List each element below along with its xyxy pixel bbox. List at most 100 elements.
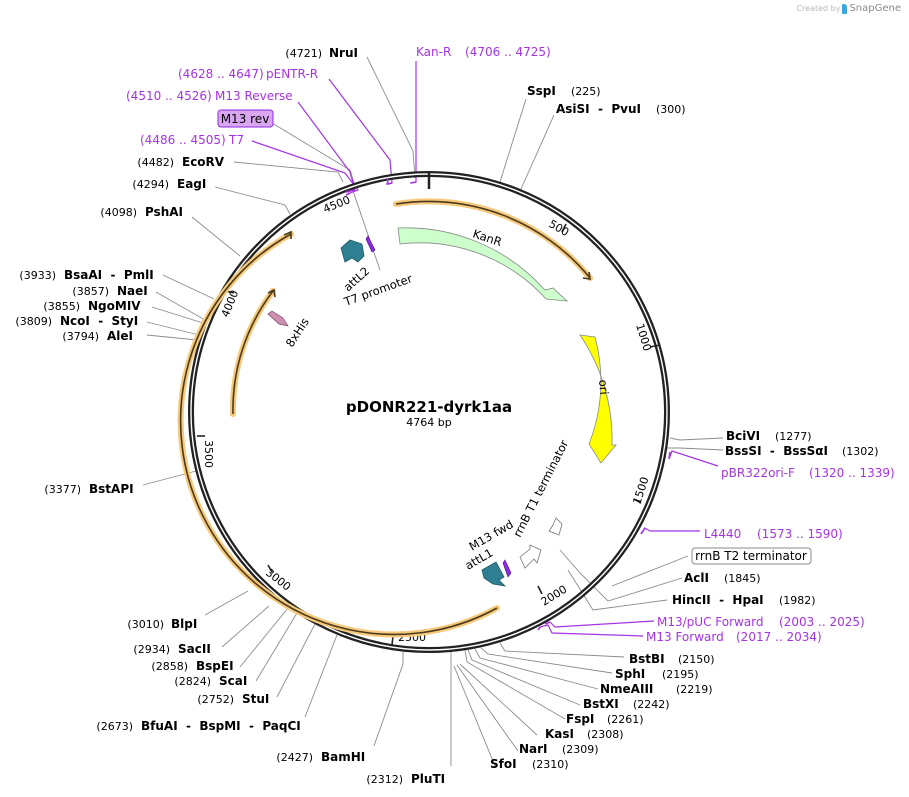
feature-8xhis[interactable] xyxy=(267,310,289,327)
enzyme-bfuai-bspmi-paqci[interactable]: (2673)BfuAI - BspMI - PaqCI xyxy=(96,719,300,733)
enzyme-nmeaiii[interactable]: NmeAIII(2219) xyxy=(600,682,713,696)
enzyme-acli[interactable]: AclI (1845) xyxy=(684,571,761,585)
orf-arrowhead-left-inner-icon xyxy=(267,288,276,298)
enzyme-bsaai-pmli[interactable]: (3933)BsaAI - PmlI xyxy=(19,268,153,282)
enzyme-sphi[interactable]: SphI(2195) xyxy=(615,667,699,681)
svg-text:(1845): (1845) xyxy=(724,572,761,585)
orf-arc-left-inner xyxy=(229,288,276,417)
feature-t7-promoter[interactable] xyxy=(365,235,376,253)
primer-t7[interactable]: (4486 .. 4505)T7 xyxy=(140,133,244,147)
svg-text:AleI: AleI xyxy=(107,329,133,343)
enzyme-bstapi[interactable]: (3377)BstAPI xyxy=(44,482,133,496)
primer-pbr322ori-f[interactable]: pBR322ori-F(1320 .. 1339) xyxy=(721,466,895,480)
credit-brand: SnapGene xyxy=(849,3,901,14)
enzyme-alei[interactable]: (3794) AleI xyxy=(62,329,133,343)
svg-text:(3794): (3794) xyxy=(62,330,99,343)
feature-m13-fwd[interactable] xyxy=(502,559,512,578)
svg-text:(2195): (2195) xyxy=(662,668,699,681)
svg-text:PluTI: PluTI xyxy=(411,772,445,786)
label-m13-rev-box[interactable]: M13 rev xyxy=(217,109,274,128)
svg-text:FspI: FspI xyxy=(566,712,594,726)
feature-rrnb-t1-terminator[interactable] xyxy=(548,517,563,536)
primer-labels: Kan-R(4706 .. 4725) (4628 .. 4647)pENTR-… xyxy=(126,45,895,644)
svg-text:BciVI: BciVI xyxy=(726,429,760,443)
enzyme-eagi[interactable]: (4294)EagI xyxy=(132,177,206,191)
svg-text:(4628 .. 4647): (4628 .. 4647) xyxy=(178,67,264,81)
enzyme-bcivi[interactable]: BciVI(1277) xyxy=(726,429,812,443)
scale-ticks xyxy=(197,223,661,646)
primer-m13-puc-forward[interactable]: M13/pUC Forward(2003 .. 2025) xyxy=(657,615,865,629)
feature-m13-fwd-label: M13 fwd xyxy=(467,517,516,554)
svg-text:(2752): (2752) xyxy=(197,693,234,706)
label-rrnb-t2-terminator: rrnB T2 terminator xyxy=(695,549,807,563)
enzyme-bsssi-bsssai[interactable]: BssSI - BssSαI(1302) xyxy=(725,444,879,458)
feature-ori-label: ori xyxy=(596,379,611,395)
orf-arcs xyxy=(177,198,593,638)
svg-text:BsaAI - PmlI: BsaAI - PmlI xyxy=(64,268,154,282)
primer-m13-forward[interactable]: M13 Forward(2017 .. 2034) xyxy=(646,630,822,644)
enzyme-labels-left: (4721) NruI (4482)EcoRV (4294)EagI (4098)… xyxy=(15,46,445,786)
orf-arrowhead-top-icon xyxy=(582,271,591,280)
enzyme-sacii[interactable]: (2934)SacII xyxy=(133,642,210,656)
primer-site-marks xyxy=(345,177,671,631)
svg-text:BstAPI: BstAPI xyxy=(89,482,134,496)
svg-text:NcoI - StyI: NcoI - StyI xyxy=(60,314,138,328)
enzyme-ngomiv[interactable]: (3855)NgoMIV xyxy=(43,299,141,313)
enzyme-stui[interactable]: (2752)StuI xyxy=(197,692,269,706)
enzyme-bamhi[interactable]: (2427) BamHI xyxy=(276,750,365,764)
svg-text:(300): (300) xyxy=(656,103,686,116)
enzyme-kasi[interactable]: KasI(2308) xyxy=(545,727,624,741)
svg-text:(2858): (2858) xyxy=(151,660,188,673)
svg-text:(2242): (2242) xyxy=(633,698,670,711)
primer-pentr-r[interactable]: (4628 .. 4647)pENTR-R xyxy=(178,67,318,81)
enzyme-sfoi[interactable]: SfoI(2310) xyxy=(490,757,569,771)
svg-text:(2150): (2150) xyxy=(678,653,715,666)
enzyme-hincii-hpai[interactable]: HincII - HpaI(1982) xyxy=(672,593,816,607)
svg-text:pBR322ori-F: pBR322ori-F xyxy=(721,466,795,480)
enzyme-bstbi[interactable]: BstBI(2150) xyxy=(629,652,715,666)
svg-text:(3010): (3010) xyxy=(127,618,164,631)
enzyme-bstxi[interactable]: BstXI(2242) xyxy=(583,697,670,711)
enzyme-nrui[interactable]: (4721) NruI xyxy=(285,46,358,60)
svg-text:(2934): (2934) xyxy=(133,643,170,656)
enzyme-pluti[interactable]: (2312)PluTI xyxy=(366,772,445,786)
svg-text:(2824): (2824) xyxy=(174,675,211,688)
enzyme-sspi[interactable]: SspI(225) xyxy=(527,84,601,98)
enzyme-pshai[interactable]: (4098)PshAI xyxy=(100,205,183,219)
enzyme-bspei[interactable]: (2858)BspEI xyxy=(151,659,233,673)
label-rrnb-t2-box[interactable]: rrnB T2 terminator xyxy=(691,547,812,565)
enzyme-naei[interactable]: (3857)NaeI xyxy=(72,284,147,298)
credit-prefix: Created by xyxy=(796,4,841,13)
feature-ori[interactable] xyxy=(579,334,617,464)
svg-text:(4721): (4721) xyxy=(285,47,322,60)
svg-text:(1982): (1982) xyxy=(779,594,816,607)
svg-text:BfuAI - BspMI - PaqCI: BfuAI - BspMI - PaqCI xyxy=(141,719,301,733)
enzyme-ncoi-styi[interactable]: (3809)NcoI - StyI xyxy=(15,314,138,328)
snapgene-logo-icon xyxy=(842,3,848,14)
label-m13-rev: M13 rev xyxy=(221,112,270,126)
feature-kanr[interactable] xyxy=(397,227,569,302)
feature-rrnb-t2-terminator[interactable] xyxy=(519,544,542,569)
enzyme-ecorv[interactable]: (4482)EcoRV xyxy=(137,155,224,169)
svg-text:(4294): (4294) xyxy=(132,178,169,191)
svg-text:(4098): (4098) xyxy=(100,206,137,219)
svg-text:NruI: NruI xyxy=(329,46,358,60)
svg-text:NmeAIII: NmeAIII xyxy=(600,682,653,696)
svg-text:BamHI: BamHI xyxy=(321,750,365,764)
feature-attl1[interactable] xyxy=(481,561,507,587)
svg-text:NgoMIV: NgoMIV xyxy=(88,299,141,313)
svg-text:AclI: AclI xyxy=(684,571,709,585)
svg-text:(2427): (2427) xyxy=(276,751,313,764)
enzyme-blpi[interactable]: (3010)BlpI xyxy=(127,617,197,631)
primer-m13-reverse[interactable]: (4510 .. 4526)M13 Reverse xyxy=(126,89,293,103)
enzyme-scai[interactable]: (2824) ScaI xyxy=(174,674,247,688)
feature-attl2[interactable] xyxy=(340,239,365,263)
primer-kan-r[interactable]: Kan-R(4706 .. 4725) xyxy=(416,45,551,59)
enzyme-asisi-pvui[interactable]: AsiSI - PvuI(300) xyxy=(556,102,686,116)
enzyme-fspi[interactable]: FspI(2261) xyxy=(566,712,644,726)
svg-text:(225): (225) xyxy=(571,85,601,98)
primer-l4440[interactable]: L4440(1573 .. 1590) xyxy=(704,527,843,541)
enzyme-nari[interactable]: NarI(2309) xyxy=(519,742,599,756)
svg-text:ScaI: ScaI xyxy=(219,674,247,688)
